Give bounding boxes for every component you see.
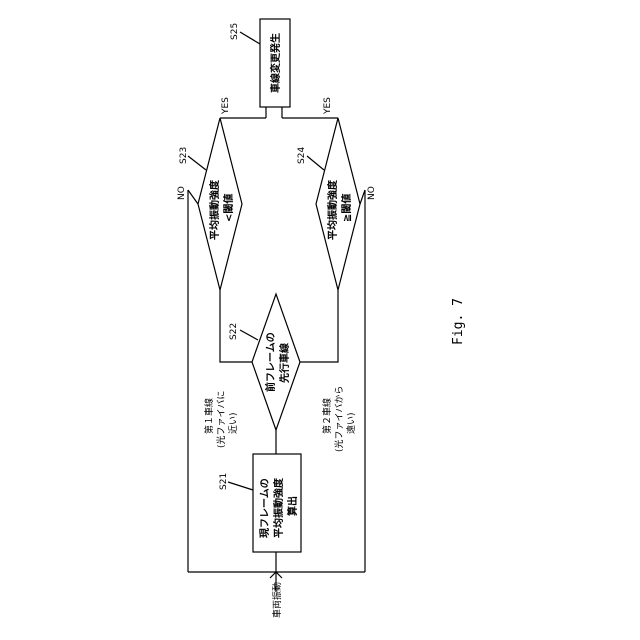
s24-text-1: 平均振動強度 [326, 179, 339, 240]
s23-text-2: <閾値 [222, 194, 235, 222]
lane1-label-1: 第１車線 [203, 398, 215, 434]
s22-leader [240, 330, 258, 340]
s22-id: S22 [229, 323, 239, 340]
lane2-label-3: 遠い) [345, 412, 357, 434]
input-label: 車両振動 [271, 582, 283, 618]
lane2-label-2: (光ファイバから [333, 386, 345, 452]
s21-text-1: 現フレームの [259, 478, 271, 538]
s23-leader [188, 156, 206, 170]
s24-yes-label: YES [323, 97, 333, 115]
lane1-label-3: 近い) [227, 412, 239, 434]
s22-to-s24-line [300, 290, 338, 362]
s24-id: S24 [297, 147, 307, 164]
s21-text-3: 算出 [286, 496, 299, 517]
s23-yes-label: YES [221, 97, 231, 115]
s21-text-2: 平均振動強度 [272, 477, 285, 538]
s25-text: 車線変更発生 [269, 33, 282, 93]
s24-text-2: ≧閾値 [340, 194, 353, 222]
s24-no-label: NO [367, 186, 377, 200]
s23-text-1: 平均振動強度 [208, 179, 221, 240]
s25-leader [240, 32, 260, 44]
lane1-label-2: (光ファイバに [215, 391, 227, 448]
s23-no-label: NO [177, 186, 187, 200]
flowchart-rotated: 車両振動 S21 S22 S23 S24 S25 現フレームの 平均振動強度 算… [177, 19, 377, 618]
s21-leader [228, 482, 253, 490]
figure-label: Fig. 7 [451, 298, 466, 345]
s24-no-line [360, 190, 365, 204]
s21-id: S21 [219, 473, 229, 490]
s22-text-2: 先行車線 [278, 343, 291, 383]
s23-id: S23 [179, 147, 189, 164]
lane2-label-1: 第２車線 [321, 398, 333, 434]
s24-leader [307, 156, 324, 170]
s23-no-line [188, 190, 198, 204]
s22-text-1: 前フレームの [264, 332, 277, 392]
s25-id: S25 [230, 23, 240, 40]
